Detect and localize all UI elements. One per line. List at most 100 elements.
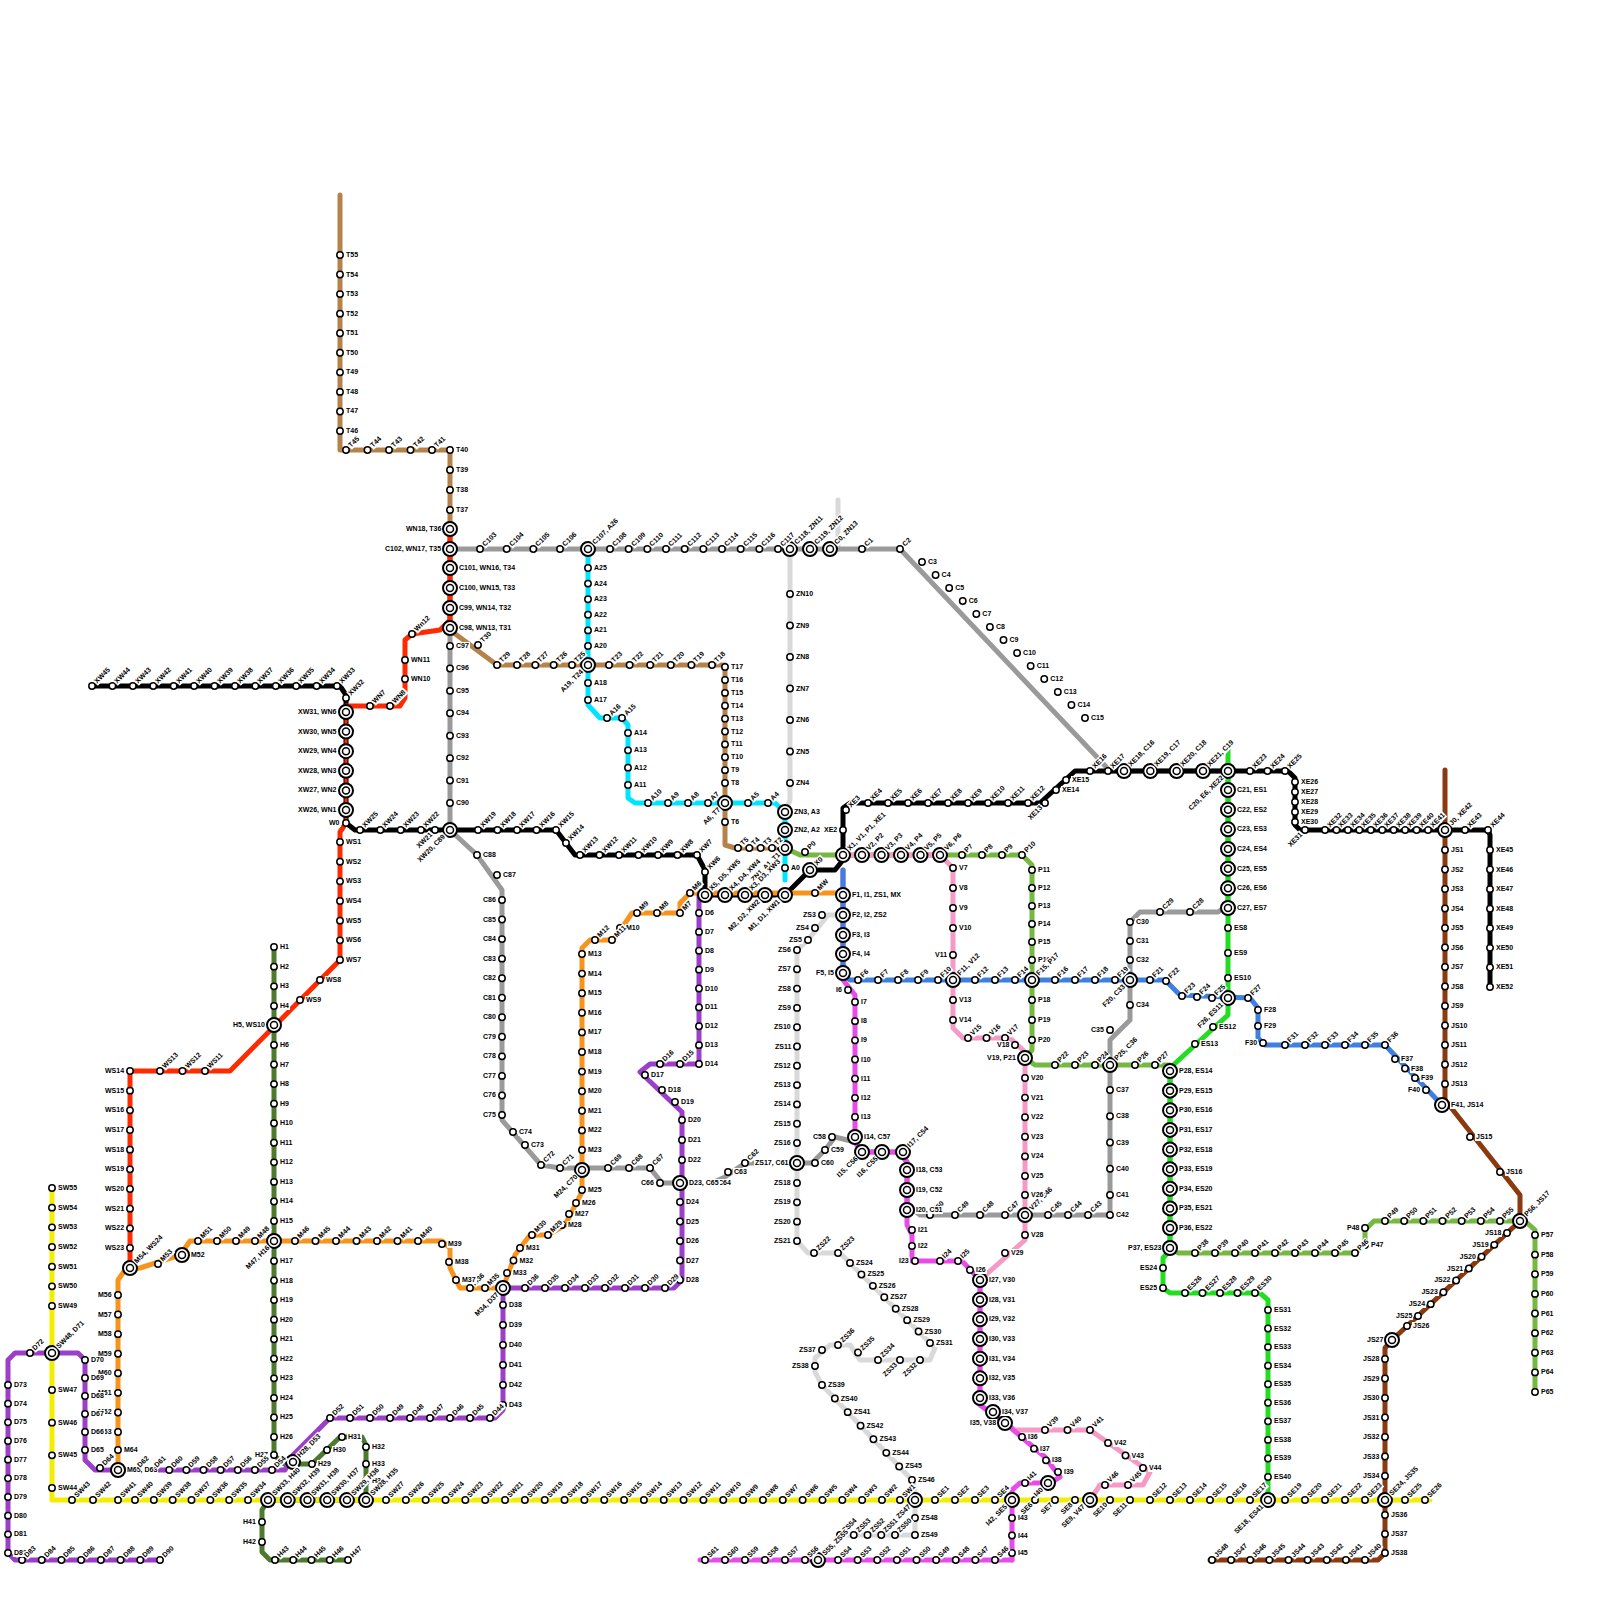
station-label: I26 <box>975 1266 987 1274</box>
station-label: C31 <box>1135 937 1150 945</box>
station-label: ES30 <box>1255 1274 1274 1293</box>
station-label: SW13 <box>664 1479 685 1500</box>
station-label: A17 <box>593 696 608 704</box>
station-dot <box>1302 1497 1308 1503</box>
station-label: T37 <box>455 506 469 514</box>
station-label: D22 <box>687 1156 702 1164</box>
station-label: F4, I4 <box>851 950 871 958</box>
station-label: S56 <box>805 1544 821 1560</box>
station-dot <box>271 1100 277 1106</box>
station-label: P35, ES21 <box>1178 1204 1213 1212</box>
station-label: JS46 <box>1250 1541 1269 1560</box>
station-label: SW9 <box>743 1482 761 1500</box>
station-label: JS24 <box>1408 1300 1426 1308</box>
station-dot <box>1532 1271 1538 1277</box>
station-label: M20 <box>587 1087 603 1095</box>
interchange-ring <box>175 1248 189 1262</box>
station-dot <box>271 1356 277 1362</box>
interchange-core <box>1225 826 1232 833</box>
station-dot <box>845 1409 851 1415</box>
station-label: JS1 <box>1450 846 1464 854</box>
station-label: D83 <box>22 1544 38 1560</box>
station-label: P64 <box>1540 1368 1554 1376</box>
station-label: F30 <box>1244 1039 1258 1047</box>
station-label: P59 <box>1540 1270 1554 1278</box>
station-dot <box>1467 1134 1473 1140</box>
station-dot <box>585 643 591 649</box>
interchange-ring <box>836 966 850 980</box>
station-label: P50 <box>1404 1205 1420 1221</box>
station-label: T22 <box>630 649 646 665</box>
interchange-core <box>1029 977 1036 984</box>
station-dot <box>756 546 762 552</box>
station-label: C103 <box>480 530 499 549</box>
station-label: C9 <box>1009 636 1020 644</box>
station-label: SW39 <box>154 1479 175 1500</box>
interchange-core <box>447 546 454 553</box>
station-label: SW18 <box>565 1479 586 1500</box>
station-dot <box>115 1429 121 1435</box>
station-dot <box>1282 768 1288 774</box>
station-label: WS23 <box>104 1244 125 1252</box>
station-dot <box>677 1061 683 1067</box>
station-label: I31, V34 <box>988 1355 1016 1363</box>
station-label: M14 <box>587 970 603 978</box>
interchange-core <box>1382 1497 1389 1504</box>
station-label: D9 <box>704 966 715 974</box>
station-dot <box>1265 1325 1271 1331</box>
station-label: C90 <box>455 799 470 807</box>
interchange-ring <box>443 522 457 536</box>
station-dot <box>467 1285 473 1291</box>
station-label: P40 <box>1235 1237 1251 1253</box>
station-label: D65 <box>90 1446 105 1454</box>
station-dot <box>654 910 660 916</box>
station-dot <box>557 1165 563 1171</box>
station-dot <box>1458 1218 1464 1224</box>
station-dot <box>950 1017 956 1023</box>
station-dot <box>1282 1497 1288 1503</box>
station-label: D86 <box>81 1544 97 1560</box>
station-dot <box>950 997 956 1003</box>
station-dot <box>855 977 861 983</box>
station-dot <box>677 910 683 916</box>
station-dot <box>787 622 793 628</box>
station-dot <box>945 800 951 806</box>
station-label: C14 <box>1076 701 1091 709</box>
station-label: WS5 <box>345 917 362 925</box>
station-dot <box>585 612 591 618</box>
station-dot <box>875 1357 881 1363</box>
interchange-core <box>977 1355 984 1362</box>
station-dot <box>155 1261 161 1267</box>
station-label: SW20 <box>525 1479 546 1500</box>
interchange-core <box>304 1497 311 1504</box>
station-label: ZS9 <box>777 1004 792 1012</box>
station-dot <box>852 1018 858 1024</box>
station-dot <box>1225 925 1231 931</box>
station-label: M12 <box>595 923 612 940</box>
interchange-core <box>1439 1102 1446 1109</box>
station-dot <box>972 1557 978 1563</box>
station-dot <box>794 985 800 991</box>
station-dot <box>851 1532 857 1538</box>
station-label: SW53 <box>57 1223 78 1231</box>
station-label: D34 <box>565 1272 581 1288</box>
station-label: H18 <box>279 1277 294 1285</box>
station-label: C108 <box>610 530 629 549</box>
station-dot <box>170 683 176 689</box>
station-dot <box>1107 1139 1113 1145</box>
station-dot <box>625 747 631 753</box>
station-dot <box>252 1238 258 1244</box>
station-dot <box>725 1169 731 1175</box>
station-label: M54, WS24 <box>132 1233 165 1266</box>
station-label: F34 <box>1345 1029 1361 1045</box>
station-dot <box>49 1283 55 1289</box>
station-dot <box>855 1349 861 1355</box>
station-dot <box>69 1497 75 1503</box>
station-dot <box>950 905 956 911</box>
station-label: C45 <box>1048 1199 1064 1215</box>
station-label: WS20 <box>104 1185 125 1193</box>
interchange-core <box>742 892 749 899</box>
station-label: JS28 <box>1362 1355 1380 1363</box>
station-label: M39 <box>447 1240 463 1248</box>
station-dot <box>312 1238 318 1244</box>
